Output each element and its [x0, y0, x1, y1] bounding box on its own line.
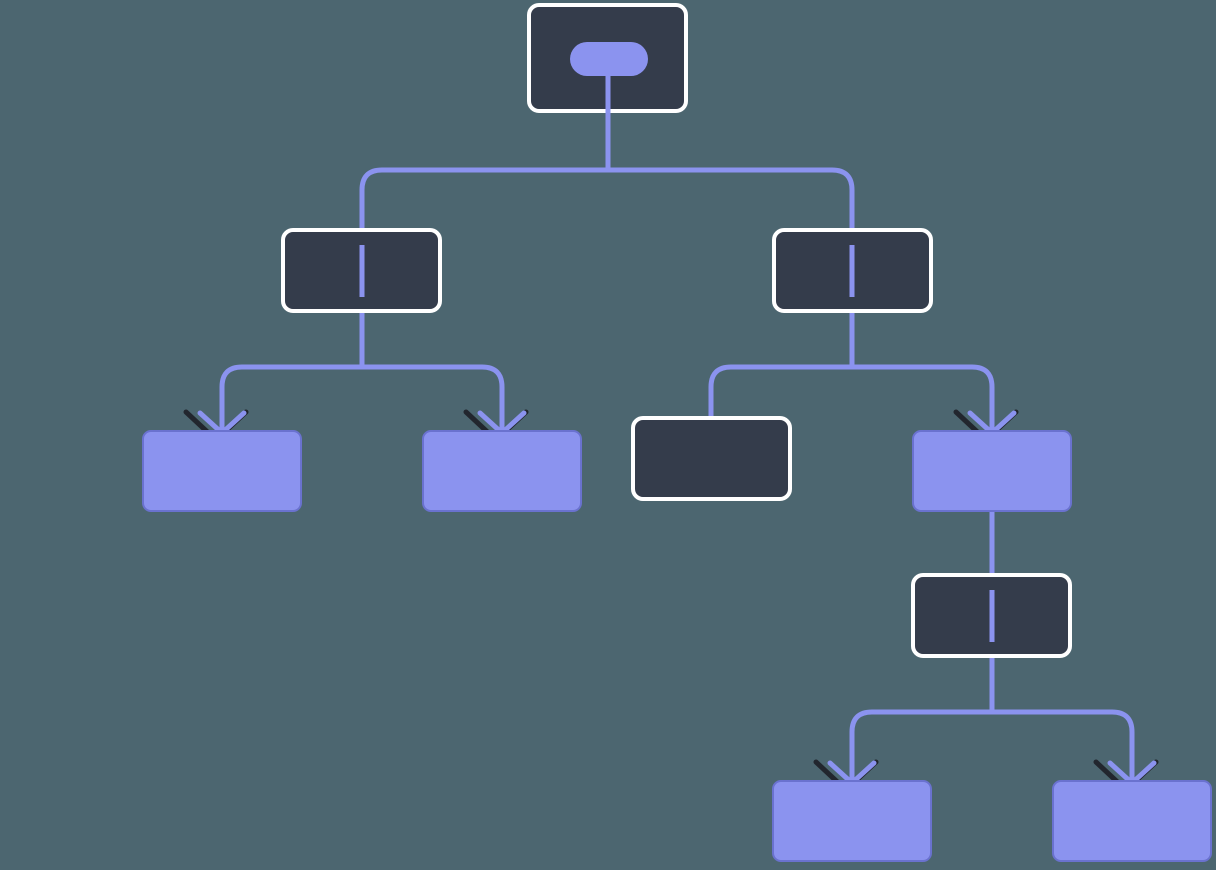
- leaf-node-d[interactable]: [912, 430, 1072, 512]
- root-pill-indicator: [570, 42, 648, 76]
- wire-root-to-branch-left: [359, 167, 608, 228]
- branch-node-lower[interactable]: [911, 573, 1072, 658]
- wire-to-leaf-d: [852, 364, 995, 432]
- leaf-node-b[interactable]: [422, 430, 582, 512]
- wire-to-leaf-a: [219, 364, 362, 432]
- wire-to-leaf-f: [992, 709, 1135, 782]
- leaf-node-a[interactable]: [142, 430, 302, 512]
- leaf-node-f[interactable]: [1052, 780, 1212, 862]
- branch-node-left[interactable]: [281, 228, 442, 313]
- wire-to-leaf-e: [849, 709, 992, 782]
- wire-root-to-branch-right: [608, 167, 855, 228]
- terminal-node-dark[interactable]: [631, 416, 792, 501]
- leaf-node-e[interactable]: [772, 780, 932, 862]
- wire-to-leaf-b: [362, 364, 505, 432]
- wire-to-terminal-dark: [708, 364, 852, 416]
- branch-node-right[interactable]: [772, 228, 933, 313]
